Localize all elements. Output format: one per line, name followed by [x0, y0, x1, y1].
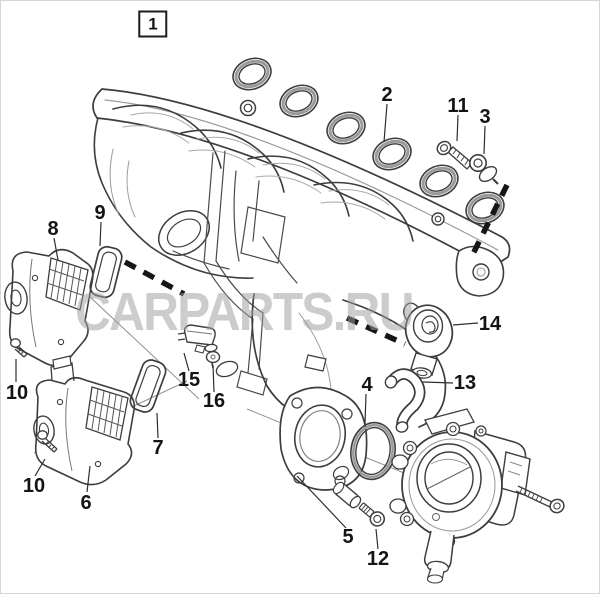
callout-6: 6: [80, 492, 92, 514]
gasket-9: [89, 245, 123, 299]
mount-dash-lines: [123, 183, 510, 347]
gasket-7: [129, 359, 167, 413]
leader-lines: [15, 103, 486, 550]
screw-12: [358, 502, 386, 527]
callout-5: 5: [342, 526, 354, 548]
sensor-14: [403, 302, 454, 379]
screw-10-lower: [37, 430, 58, 453]
callout-16: 16: [202, 390, 226, 412]
callout-2: 2: [381, 84, 393, 106]
throttle-body: [389, 408, 531, 584]
screw-3: [468, 154, 499, 185]
hose-13: [384, 368, 426, 433]
figure-number-box-1: 1: [138, 10, 168, 38]
valve-16: [204, 343, 221, 369]
callout-9: 9: [94, 202, 106, 224]
callout-8: 8: [47, 218, 59, 240]
callout-12: 12: [366, 548, 390, 570]
callout-11: 11: [447, 95, 469, 117]
screw-10-upper: [10, 338, 28, 358]
spacer-5: [332, 481, 362, 509]
callout-4: 4: [361, 374, 373, 396]
callout-10: 10: [22, 475, 46, 497]
callout-13: 13: [453, 372, 477, 394]
o-ring-row: [232, 57, 505, 225]
callout-7: 7: [152, 437, 164, 459]
egr-housing-upper: [4, 248, 94, 367]
o-ring-4: [350, 421, 396, 481]
callout-3: 3: [479, 106, 491, 128]
bolt-long: [515, 485, 565, 514]
callout-14: 14: [478, 313, 502, 335]
egr-housing-lower: [33, 355, 136, 486]
callout-10: 10: [5, 382, 29, 404]
callout-15: 15: [177, 369, 201, 391]
sensor-15: [177, 324, 216, 354]
intake-manifold: [92, 88, 511, 491]
